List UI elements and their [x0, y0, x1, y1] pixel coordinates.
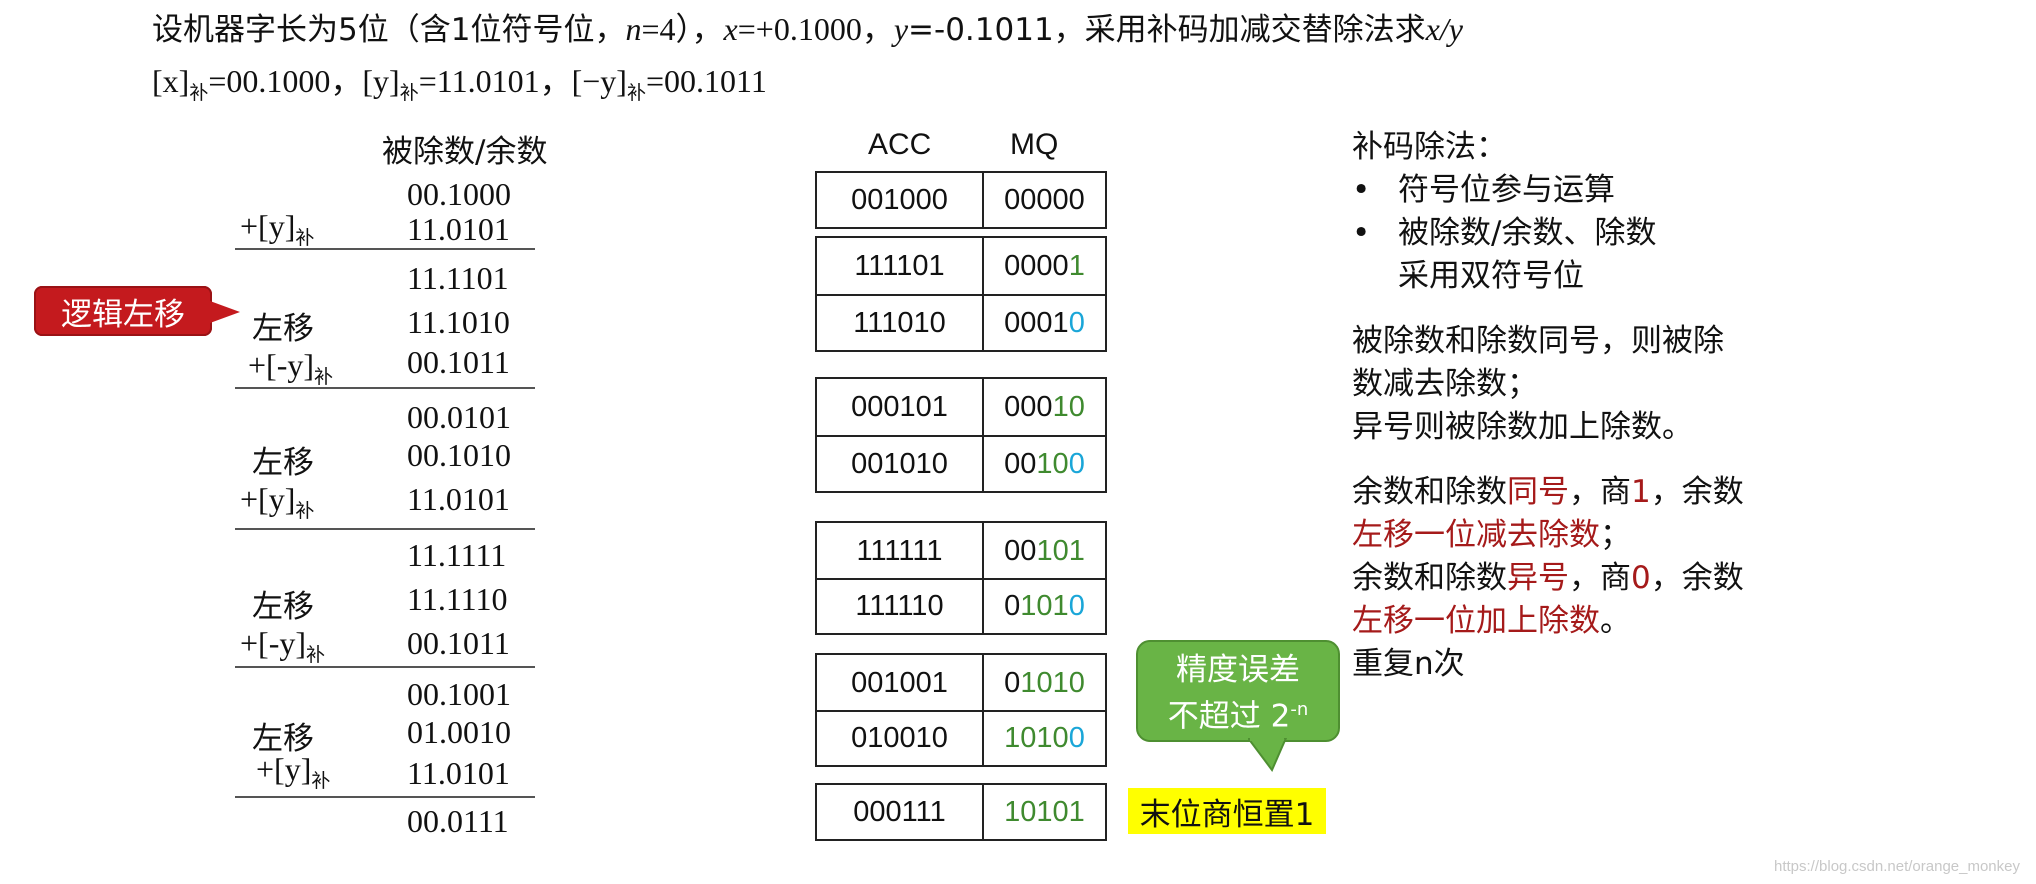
- value-12: 01.0010: [407, 714, 511, 750]
- mq-header: MQ: [1010, 128, 1059, 161]
- value-0: 00.1000: [407, 176, 511, 212]
- acc-value: 111101: [854, 250, 945, 282]
- rule-line: 左移一位减去除数；: [1352, 517, 1631, 553]
- divider-line: [235, 528, 535, 530]
- register-box: 001000 00000: [815, 171, 1107, 229]
- notes-bullet: •被除数/余数、除数: [1352, 212, 1744, 255]
- callout-pointer-icon: [210, 301, 240, 323]
- notes-paragraph: 被除数和除数同号，则被除: [1352, 323, 1724, 359]
- op-plus-neg-y-1: +[-y]补: [248, 347, 334, 388]
- mq-value: 00000: [982, 173, 1105, 227]
- register-divider: [817, 578, 1105, 580]
- acc-value: 010010: [851, 722, 948, 754]
- notes-bullet: •符号位参与运算: [1352, 169, 1744, 212]
- rule-line: 左移一位加上除数。: [1352, 603, 1631, 639]
- register-box: 000111 10101: [815, 783, 1107, 841]
- value-11: 00.1001: [407, 676, 511, 712]
- acc-header: ACC: [868, 128, 932, 161]
- acc-value: 000111: [853, 795, 946, 828]
- bullet-icon: •: [1352, 172, 1371, 208]
- shift-label-4: 左移: [252, 721, 314, 757]
- register-divider: [817, 294, 1105, 296]
- rule-line: 余数和除数异号，商0，余数: [1352, 560, 1744, 596]
- divider-line: [235, 387, 535, 389]
- rule-line: 余数和除数同号，商1，余数: [1352, 474, 1744, 510]
- op-plus-y-3: +[y]补: [256, 751, 331, 792]
- precision-callout: 精度误差 不超过 2-n: [1136, 640, 1340, 742]
- acc-value: 000101: [851, 391, 948, 423]
- notes-panel: 补码除法： •符号位参与运算 •被除数/余数、除数 采用双符号位 被除数和除数同…: [1352, 126, 1744, 686]
- value-14: 00.0111: [407, 803, 509, 839]
- acc-value: 111010: [853, 306, 946, 339]
- logic-shift-callout: 逻辑左移: [34, 286, 212, 336]
- acc-value: 001001: [851, 666, 948, 699]
- value-10: 00.1011: [407, 625, 510, 661]
- acc-value: 111111: [856, 534, 943, 567]
- op-plus-y-1: +[y]补: [240, 208, 315, 249]
- spacer: [1352, 449, 1744, 471]
- spacer: [1352, 298, 1744, 320]
- value-3: 11.1010: [407, 304, 510, 340]
- callout-pointer-icon: [1248, 738, 1288, 772]
- value-4: 00.1011: [407, 344, 510, 380]
- value-6: 00.1010: [407, 437, 511, 473]
- value-8: 11.1111: [407, 537, 507, 573]
- divider-line: [235, 666, 535, 668]
- notes-bullet-continuation: 采用双符号位: [1398, 258, 1584, 294]
- register-divider: [817, 435, 1105, 437]
- rule-line: 重复n次: [1352, 646, 1465, 682]
- value-7: 11.0101: [407, 481, 510, 517]
- notes-title: 补码除法：: [1352, 129, 1507, 165]
- acc-value: 001010: [851, 447, 948, 480]
- value-13: 11.0101: [407, 755, 510, 791]
- shift-label-3: 左移: [252, 589, 314, 625]
- problem-statement: 设机器字长为5位（含1位符号位，n=4），x=+0.1000，y=-0.1011…: [152, 11, 1463, 48]
- acc-value: 111110: [855, 590, 944, 622]
- watermark: https://blog.csdn.net/orange_monkey: [1774, 858, 2020, 875]
- value-5: 00.0101: [407, 399, 511, 435]
- notes-paragraph: 数减去除数；: [1352, 366, 1538, 402]
- notes-paragraph: 异号则被除数加上除数。: [1352, 409, 1693, 445]
- divider-line: [235, 248, 535, 250]
- divider-line: [235, 796, 535, 798]
- complement-values: [x]补=00.1000，[y]补=11.0101，[−y]补=00.1011: [152, 63, 767, 104]
- last-bit-note: 末位商恒置1: [1128, 788, 1326, 834]
- value-1: 11.0101: [407, 211, 510, 247]
- acc-value: 001000: [851, 183, 948, 216]
- mq-value: 10101: [982, 785, 1105, 839]
- value-2: 11.1101: [407, 260, 509, 296]
- dividend-remainder-title: 被除数/余数: [382, 134, 548, 170]
- op-plus-y-2: +[y]补: [240, 481, 315, 522]
- shift-label-2: 左移: [252, 445, 314, 481]
- shift-label-1: 左移: [252, 311, 314, 347]
- value-9: 11.1110: [407, 581, 508, 617]
- op-plus-neg-y-2: +[-y]补: [240, 625, 326, 666]
- register-divider: [817, 710, 1105, 712]
- precision-line2: 不超过 2-n: [1167, 698, 1309, 735]
- bullet-icon: •: [1352, 215, 1371, 251]
